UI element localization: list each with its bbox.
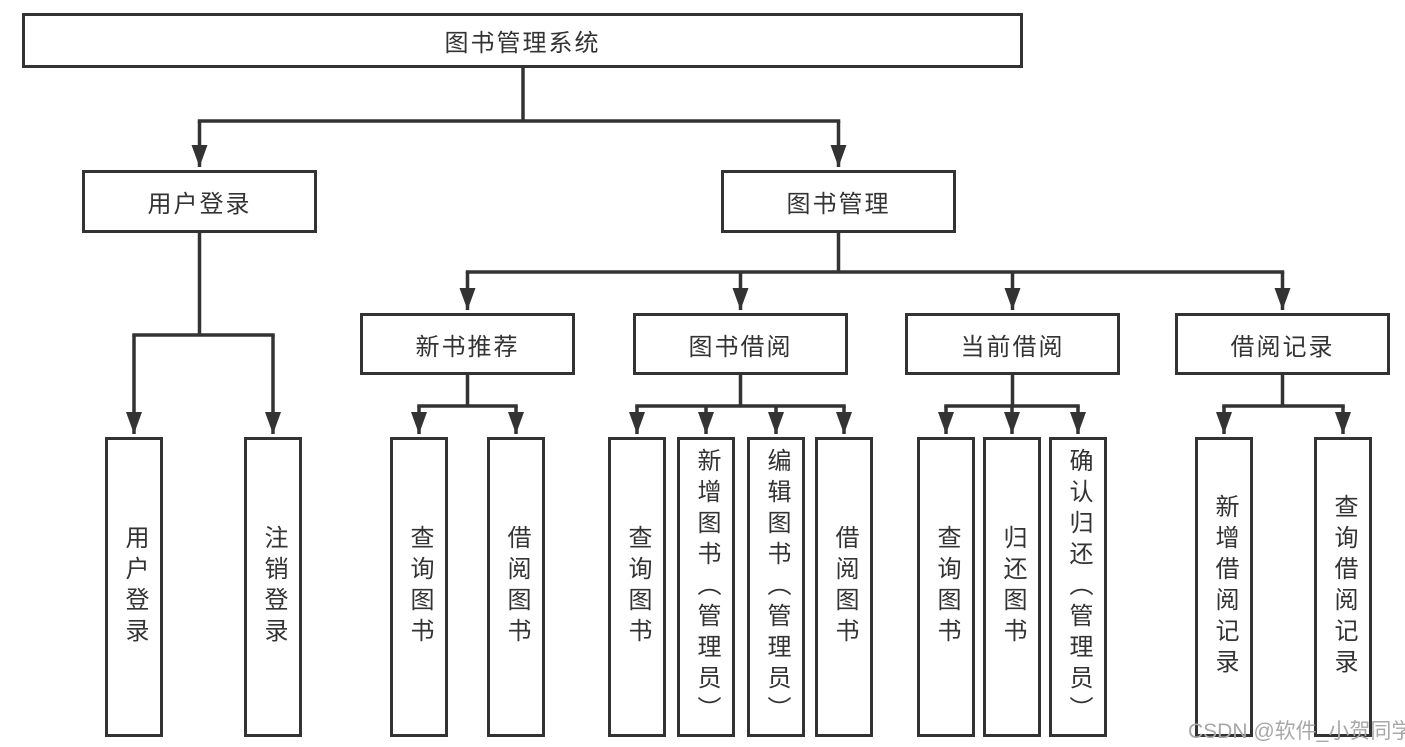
leaf-user-login: 用户登录 (105, 437, 163, 737)
leaf-add-books-admin: 新增图书（管理员） (677, 437, 735, 737)
node-library-system: 图书管理系统 (22, 13, 1023, 68)
arrowheads (126, 121, 1351, 434)
leaf-query-books-recommend: 查询图书 (390, 437, 448, 737)
leaf-logout: 注销登录 (244, 437, 302, 737)
leaf-return-books: 归还图书 (983, 437, 1041, 737)
leaf-borrow-books-borrowing: 借阅图书 (815, 437, 873, 737)
leaf-query-borrow-record: 查询借阅记录 (1314, 437, 1372, 737)
node-book-management: 图书管理 (721, 170, 956, 233)
leaf-borrow-books-recommend: 借阅图书 (487, 437, 545, 737)
leaf-query-books-current: 查询图书 (917, 437, 975, 737)
node-borrowing-records: 借阅记录 (1175, 313, 1390, 375)
node-new-book-recommend: 新书推荐 (360, 313, 575, 375)
node-book-borrowing: 图书借阅 (633, 313, 848, 375)
tree-branch-lines (132, 66, 1345, 408)
leaf-confirm-return-admin: 确认归还（管理员） (1049, 437, 1107, 737)
node-user-login: 用户登录 (82, 170, 317, 233)
node-current-borrowing: 当前借阅 (905, 313, 1120, 375)
leaf-add-borrow-record: 新增借阅记录 (1195, 437, 1253, 737)
leaf-query-books-borrowing: 查询图书 (608, 437, 666, 737)
csdn-watermark: CSDN @软件_小贺同学 (1188, 720, 1405, 743)
leaf-edit-books-admin: 编辑图书（管理员） (747, 437, 805, 737)
